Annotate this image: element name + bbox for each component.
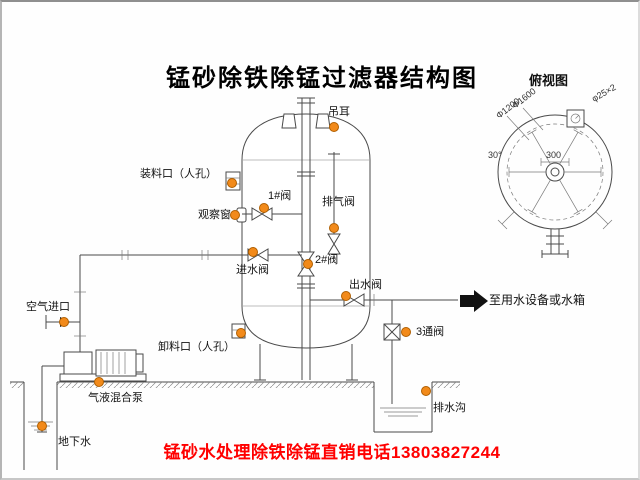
label-outlet-valve: 出水阀 [349,279,382,291]
exhaust-valve-symbol [327,233,341,245]
pump-assembly [37,255,147,433]
label-valve-1: 1#阀 [268,190,292,202]
label-exhaust-valve: 排气阀 [322,196,355,208]
page-title: 锰砂除铁除锰过滤器结构图 [166,65,478,92]
label-drain-ditch: 排水沟 [433,402,466,414]
top-view-title: 俯视图 [529,73,569,88]
marker-observation-window [230,210,240,220]
marker-groundwater [37,421,47,431]
drain-ditch [373,382,433,433]
outlet-piping [310,290,488,404]
valve-2-symbol [297,263,315,277]
dim-center-label: 300 [546,150,561,160]
label-inlet-valve: 进水阀 [236,264,269,276]
marker-discharge-port [236,328,246,338]
marker-valve-2 [303,259,313,269]
top-view-drawing: Φ1200 Φ1600 φ25×2 300 30° [488,82,618,258]
inlet-valve-symbol [257,248,269,262]
center-pipe [242,97,341,380]
marker-exhaust-valve [329,223,339,233]
dim-angle-label: 30° [488,150,502,160]
marker-outlet-valve [341,291,351,301]
marker-valve-1 [259,203,269,213]
label-to-water-equipment: 至用水设备或水箱 [489,293,586,307]
filter-vessel [225,113,371,381]
exhaust-valve-symbol [327,243,341,255]
hotline-text: 锰砂水处理除铁除锰直销电话13803827244 [163,443,501,462]
marker-dots [37,122,431,431]
label-lifting-ear: 吊耳 [328,106,350,118]
marker-air-inlet [59,317,69,327]
label-valve-2: 2#阀 [315,254,339,266]
ground-and-well [10,381,460,470]
label-gas-liquid-pump: 气液混合泵 [88,392,143,404]
dim-outer-label: Φ1600 [510,86,538,111]
label-three-way-valve: 3通阀 [416,326,445,338]
label-air-inlet: 空气进口 [26,301,70,313]
label-loading-port: 装料口（人孔） [140,168,217,180]
flow-direction-arrow [460,290,488,312]
label-groundwater: 地下水 [58,436,91,448]
dim-holes-label: φ25×2 [590,82,618,104]
label-observation-window: 观察窗 [198,209,231,221]
marker-three-way-valve [401,327,411,337]
marker-drain-ditch [421,386,431,396]
label-discharge-port: 卸料口（人孔） [158,341,235,353]
outlet-valve-symbol [353,293,365,307]
marker-loading-port [227,178,237,188]
marker-lifting-ear [329,122,339,132]
marker-pump [94,377,104,387]
marker-inlet-valve [248,247,258,257]
lifting-ear-shape [281,113,297,129]
valve-1-symbol [251,207,263,221]
